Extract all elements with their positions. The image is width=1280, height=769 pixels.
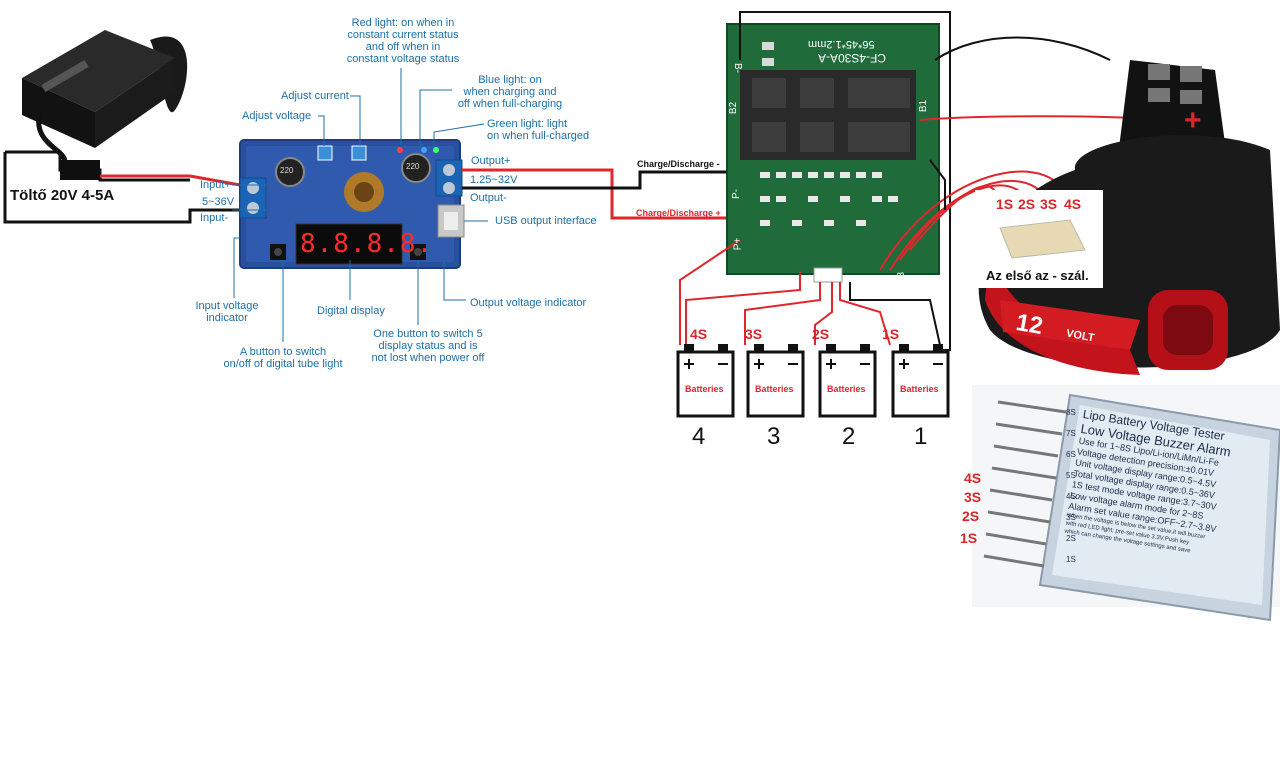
balance-tag-3s: 3S bbox=[1040, 196, 1058, 212]
cell-label-1: Batteries bbox=[900, 384, 939, 394]
lipo-pin-6s: 6S bbox=[1066, 450, 1076, 459]
callout-tube-light-button: A button to switch on/off of digital tub… bbox=[223, 346, 343, 370]
lipo-pin-labels: 8S 7S 6S 5S 4S 3S 2S 1S bbox=[1066, 402, 1082, 570]
stepdown-module bbox=[239, 139, 465, 269]
callout-input-range: 5~36V bbox=[202, 196, 235, 208]
cell-label-3: Batteries bbox=[755, 384, 794, 394]
balance-tag-1s: 1S bbox=[996, 196, 1014, 212]
cell-label-2: Batteries bbox=[827, 384, 866, 394]
lipo-pin-4s: 4S bbox=[1066, 492, 1076, 501]
balance-tag-2s: 2S bbox=[1018, 196, 1036, 212]
charger-label: Töltő 20V 4-5A bbox=[10, 187, 115, 204]
lipo-pin-1s: 1S bbox=[1066, 555, 1076, 564]
drill-battery-image bbox=[978, 60, 1280, 375]
lipo-side-tag-4s: 4S bbox=[964, 470, 982, 486]
callout-adjust-current: Adjust current bbox=[281, 90, 349, 102]
cell-label-4: Batteries bbox=[685, 384, 724, 394]
lipo-tester-image bbox=[972, 385, 1280, 622]
cell-number-2: 2 bbox=[842, 423, 856, 450]
charger-adapter-image bbox=[22, 30, 188, 172]
bms-charge-discharge-minus: Charge/Discharge - bbox=[637, 159, 720, 169]
callout-usb-output: USB output interface bbox=[495, 215, 597, 227]
bms-model: CF-4S30A-A bbox=[818, 51, 887, 65]
cell-number-3: 3 bbox=[767, 423, 781, 450]
callout-blue-light: Blue light: on when charging and off whe… bbox=[457, 74, 563, 110]
bms-charge-discharge-plus: Charge/Discharge + bbox=[636, 208, 721, 218]
drill-plus-mark: + bbox=[1184, 104, 1202, 137]
callout-green-light: Green light: light on when full-charged bbox=[487, 118, 590, 142]
lipo-side-tag-2s: 2S bbox=[962, 508, 980, 524]
cell-tag-1s: 1S bbox=[882, 326, 900, 342]
drill-voltage: 12 bbox=[1013, 308, 1045, 341]
cell-tag-3s: 3S bbox=[745, 326, 763, 342]
lipo-pin-5s: 5S bbox=[1066, 471, 1076, 480]
callout-output-minus: Output- bbox=[470, 192, 507, 204]
cell-number-4: 4 bbox=[692, 423, 706, 450]
display-digits: 8.8.8.8. bbox=[300, 229, 434, 259]
bms-pad-pminus: P- bbox=[731, 189, 742, 199]
callout-output-voltage-indicator: Output voltage indicator bbox=[470, 297, 587, 309]
cell-tag-4s: 4S bbox=[690, 326, 708, 342]
lipo-pin-7s: 7S bbox=[1066, 429, 1076, 438]
callout-output-plus: Output+ bbox=[471, 155, 511, 167]
callout-input-minus: Input- bbox=[200, 212, 229, 224]
callout-digital-display: Digital display bbox=[317, 305, 385, 317]
lipo-pin-2s: 2S bbox=[1066, 534, 1076, 543]
bms-pad-b1: B1 bbox=[918, 99, 930, 113]
callout-red-light: Red light: on when in constant current s… bbox=[346, 17, 460, 65]
bms-pad-bplus: B+ bbox=[760, 280, 773, 291]
lipo-side-tag-3s: 3S bbox=[964, 489, 982, 505]
callout-output-range: 1.25~32V bbox=[470, 174, 518, 186]
bms-pad-b3: B3 bbox=[896, 271, 908, 285]
callout-adjust-voltage: Adjust voltage bbox=[242, 110, 312, 122]
capacitor-label-left: 220 bbox=[280, 166, 294, 175]
capacitor-label-right: 220 bbox=[406, 162, 420, 171]
bms-size: 56*45*1.2mm bbox=[808, 38, 875, 50]
bms-pad-bminus: B- bbox=[732, 63, 743, 73]
balance-tag-4s: 4S bbox=[1064, 196, 1082, 212]
cell-number-1: 1 bbox=[914, 423, 928, 450]
lipo-pin-8s: 8S bbox=[1066, 408, 1076, 417]
lipo-side-tag-1s: 1S bbox=[960, 530, 978, 546]
cell-tag-2s: 2S bbox=[812, 326, 830, 342]
lipo-pin-3s: 3S bbox=[1066, 513, 1076, 522]
balance-connector bbox=[975, 190, 1103, 288]
balance-note: Az első az - szál. bbox=[986, 268, 1089, 283]
callout-input-plus: Input+ bbox=[200, 179, 231, 191]
bms-board bbox=[726, 23, 940, 283]
callout-switch-button: One button to switch 5 display status an… bbox=[371, 328, 485, 364]
bms-pad-pplus: P+ bbox=[732, 237, 744, 251]
callout-input-voltage-indicator: Input voltage indicator bbox=[195, 300, 259, 324]
battery-cells bbox=[676, 344, 950, 418]
bms-pad-b2: B2 bbox=[728, 101, 740, 115]
